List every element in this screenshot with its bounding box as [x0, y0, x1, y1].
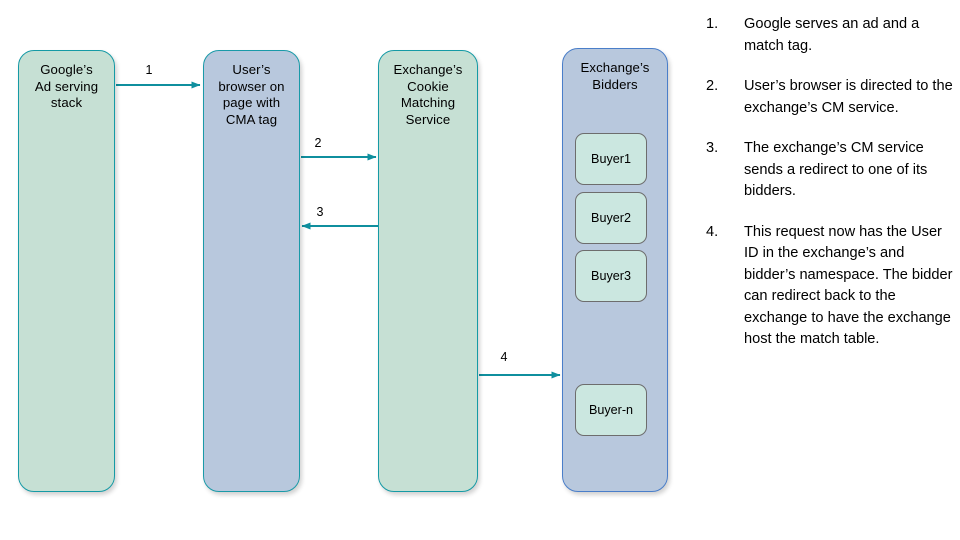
step-number-1: 1. — [706, 16, 719, 32]
buyer-chip-buyer2[interactable]: Buyer2 — [575, 192, 647, 244]
lane-label-exchange-bidders: Exchange’s Bidders — [580, 60, 650, 92]
buyer-label-buyer3: Buyer3 — [591, 269, 631, 283]
arrow-label-1: 1 — [145, 63, 153, 77]
lane-user-browser[interactable]: User’s browser on page with CMA tag — [203, 50, 300, 492]
arrow-label-4: 4 — [500, 350, 508, 364]
lane-cookie-matching-service[interactable]: Exchange’s Cookie Matching Service — [378, 50, 478, 492]
buyer-label-buyer-n: Buyer-n — [588, 403, 634, 417]
buyer-chip-buyer1[interactable]: Buyer1 — [575, 133, 647, 185]
lane-label-ad-serving-stack: Google’s Ad serving stack — [34, 62, 99, 110]
step-text-1: Google serves an ad and a match tag. — [744, 16, 920, 54]
list-item: 4. This request now has the User ID in t… — [706, 222, 954, 351]
lane-label-cookie-matching-service: Exchange’s Cookie Matching Service — [393, 62, 463, 127]
buyer-label-buyer2: Buyer2 — [591, 211, 631, 225]
step-text-4: This request now has the User ID in the … — [744, 223, 953, 348]
lane-label-user-browser: User’s browser on page with CMA tag — [218, 62, 285, 127]
step-number-2: 2. — [706, 78, 719, 94]
step-number-4: 4. — [706, 223, 719, 240]
lane-ad-serving-stack[interactable]: Google’s Ad serving stack — [18, 50, 115, 492]
list-item: 1. Google serves an ad and a match tag. — [706, 14, 954, 57]
list-item: 3. The exchange’s CM service sends a red… — [706, 138, 954, 203]
step-text-2: User’s browser is directed to the exchan… — [744, 78, 953, 116]
buyer-chip-buyer-n[interactable]: Buyer-n — [575, 384, 647, 436]
step-text-3: The exchange’s CM service sends a redire… — [744, 140, 928, 199]
arrow-label-3: 3 — [316, 205, 324, 219]
arrow-label-2: 2 — [314, 136, 322, 150]
list-item: 2. User’s browser is directed to the exc… — [706, 76, 954, 119]
buyer-chip-buyer3[interactable]: Buyer3 — [575, 250, 647, 302]
buyer-label-buyer1: Buyer1 — [591, 152, 631, 166]
steps-list: 1. Google serves an ad and a match tag. … — [706, 14, 954, 370]
step-number-3: 3. — [706, 140, 719, 156]
